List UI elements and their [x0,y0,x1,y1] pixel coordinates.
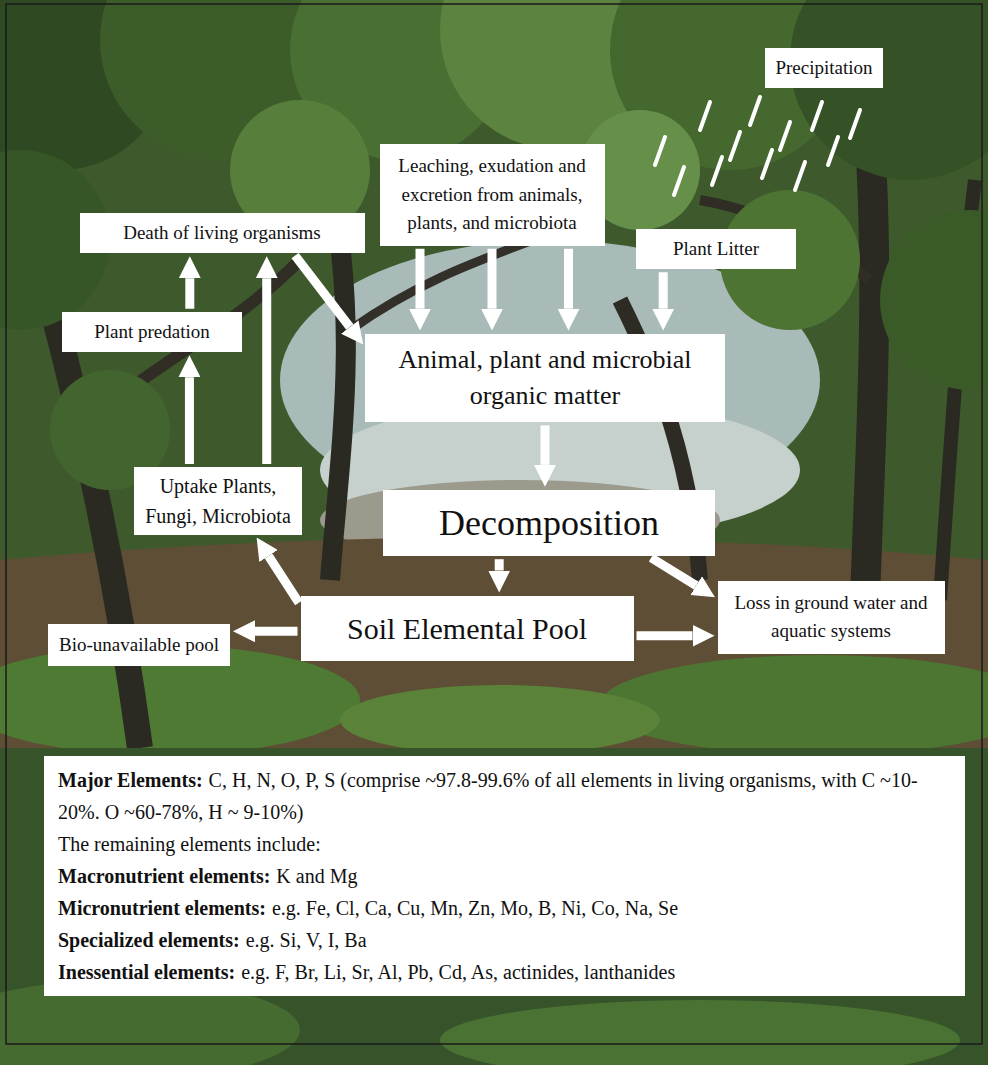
image-frame [6,4,982,1044]
undergrowth [340,685,660,755]
box-label: Bio-unavailable pool [59,634,219,655]
flow-arrow [416,249,425,309]
rain-streak [712,157,722,185]
box-label: Animal, plant and microbial organic matt… [398,345,691,410]
flow-arrow [564,249,573,309]
process-box: Leaching, exudation and excretion from a… [380,144,605,246]
text-line: Animal, plant and microbial organic matt… [375,342,715,415]
box-label: e.g. Fe, Cl, Ca, Cu, Mn, Zn, Mo, B, Ni, … [272,897,678,919]
ground-foliage [440,1000,960,1065]
text-line: Decomposition [395,498,703,548]
text-line: The remaining elements include: [58,828,951,860]
process-box: Plant Litter [636,229,796,270]
flow-arrow [255,627,298,636]
process-box: Soil Elemental Pool [301,596,634,661]
rain-streak [750,97,760,125]
process-box: Decomposition [383,490,715,556]
box-label: The remaining elements include: [58,833,321,855]
rain-streaks [655,97,860,195]
text-line: Death of living organisms [90,219,355,248]
text-heading: Specialized elements: [58,929,240,951]
process-box: Animal, plant and microbial organic matt… [365,334,725,423]
text-heading: Major Elements: [58,769,203,791]
text-line: Precipitation [775,54,872,83]
process-box: Death of living organisms [80,213,365,254]
flow-arrow [262,278,271,464]
text-line: Bio-unavailable pool [56,631,222,660]
rain-streak [730,132,740,160]
tree-trunk [50,300,140,748]
rain-streak [655,137,665,165]
box-label: Leaching, exudation and excretion from a… [398,155,585,233]
text-line: Uptake Plants, Fungi, Microbiota [140,471,296,531]
box-label: Soil Elemental Pool [347,612,587,645]
text-heading: Macronutrient elements: [58,865,270,887]
text-heading: Inessential elements: [58,961,235,983]
flow-arrow [659,272,668,308]
rain-streak [674,167,684,195]
rain-streak [812,102,822,130]
rain-streak [762,150,772,178]
process-box: Loss in ground water and aquatic systems [718,581,945,654]
box-label: e.g. Si, V, I, Ba [246,929,367,951]
tree-trunk [865,140,874,600]
flow-arrow [295,256,350,327]
text-line: Plant Litter [646,235,786,264]
box-label: Death of living organisms [123,222,321,243]
text-line: Soil Elemental Pool [313,606,622,651]
process-box: Bio-unavailable pool [48,624,230,667]
rain-streak [795,162,805,190]
flow-arrow [185,278,194,309]
flow-arrow [495,559,504,570]
text-line: Major Elements:C, H, N, O, P, S (compris… [58,764,951,828]
flow-arrow [488,249,497,309]
box-label: K and Mg [276,865,357,887]
flow-arrow [651,558,696,586]
rain-streak [828,137,838,165]
box-label: Precipitation [775,57,872,78]
rain-streak [780,122,790,150]
flow-arrow [637,631,693,640]
text-heading: Micronutrient elements: [58,897,266,919]
undergrowth [600,655,988,755]
canopy [790,0,988,180]
box-label: Decomposition [439,503,659,543]
note-panel: Major Elements:C, H, N, O, P, S (compris… [44,756,965,996]
text-line: Specialized elements: e.g. Si, V, I, Ba [58,924,951,956]
canopy [880,210,988,390]
text-line: Inessential elements: e.g. F, Br, Li, Sr,… [58,956,951,988]
flow-arrow [185,377,194,464]
box-label: Uptake Plants, Fungi, Microbiota [145,475,291,527]
text-line: Micronutrient elements: e.g. Fe, Cl, Ca, … [58,892,951,924]
process-box: Uptake Plants, Fungi, Microbiota [134,467,302,535]
rain-streak [700,102,710,130]
text-line: Leaching, exudation and excretion from a… [390,152,595,238]
text-line: Macronutrient elements: K and Mg [58,860,951,892]
text-line: Plant predation [72,318,232,347]
flow-arrow [269,556,299,603]
rain-streak [850,110,860,138]
text-line: Loss in ground water and aquatic systems [726,589,937,646]
box-label: Loss in ground water and aquatic systems [734,592,927,642]
process-box: Precipitation [765,48,882,89]
box-label: e.g. F, Br, Li, Sr, Al, Pb, Cd, As, acti… [241,961,675,983]
edge-group [189,249,696,636]
flow-arrow [541,425,550,464]
box-label: Plant Litter [673,238,759,259]
box-label: Plant predation [94,321,210,342]
process-box: Plant predation [62,312,242,353]
